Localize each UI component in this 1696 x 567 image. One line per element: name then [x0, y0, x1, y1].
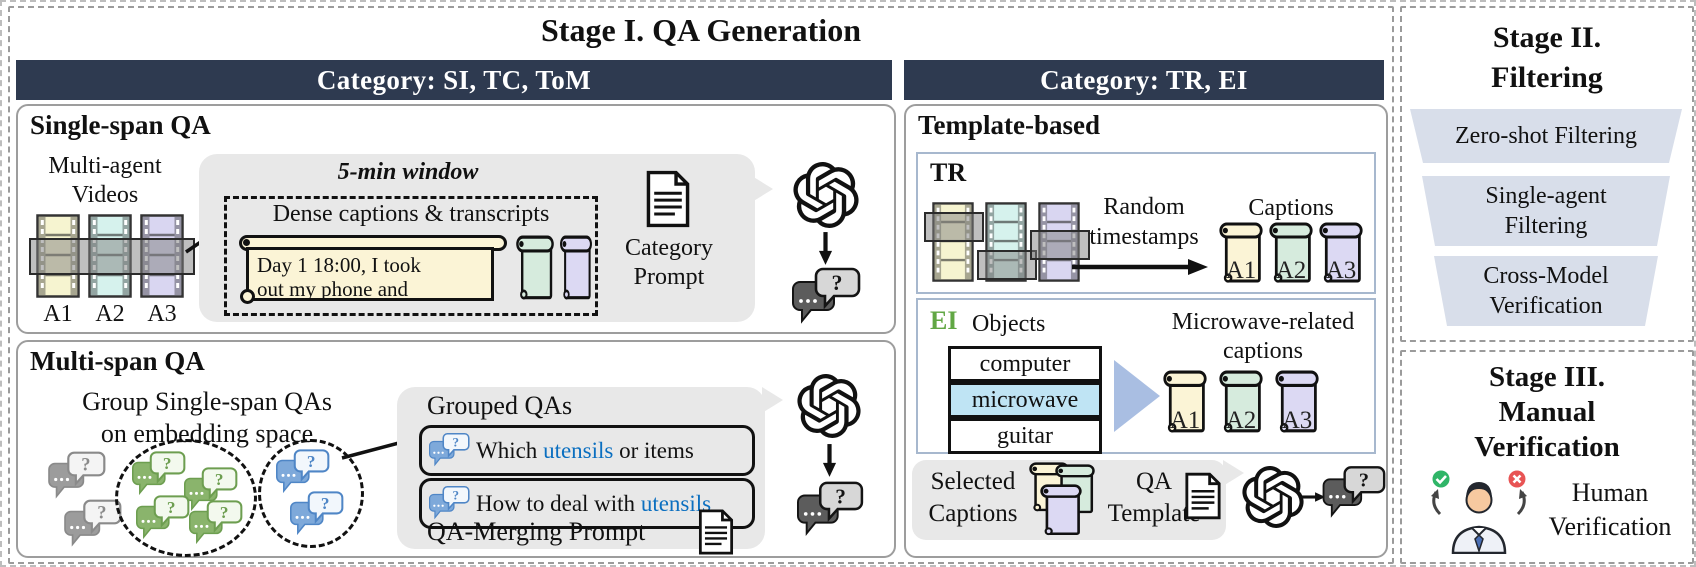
filter-step-zero-shot: Zero-shot Filtering — [1410, 109, 1682, 163]
single-span-title: Single-span QA — [30, 110, 211, 140]
grouped-qa-bubble-green-icon — [185, 499, 243, 549]
category-bar-right-label: Category: TR, EI — [1040, 64, 1248, 95]
human-verification-label: Human Verification — [1548, 478, 1672, 541]
qa-highlight: utensils — [543, 437, 614, 463]
multi-span-title: Multi-span QA — [30, 346, 205, 376]
qa-merging-prompt-label: QA-Merging Prompt — [427, 517, 646, 546]
caption-scroll-a2-icon: A2 — [1268, 222, 1314, 286]
tr-box: TR Random timestamps Captions A1 A2 A3 — [916, 152, 1376, 294]
object-item-guitar: guitar — [948, 418, 1102, 454]
person-check-cross-icon — [1424, 468, 1534, 554]
filter-step-cross-model: Cross-Model Verification — [1434, 256, 1658, 326]
openai-logo-icon — [793, 162, 859, 228]
window-label: 5-min window — [337, 159, 479, 185]
openai-logo-icon — [797, 374, 861, 438]
grouped-qas-bubble: Grouped QAs Which utensils or items How … — [397, 387, 783, 549]
tr-label: TR — [930, 158, 967, 187]
selected-caption-scroll-stack — [1028, 462, 1100, 538]
ungrouped-qa-bubble-icon — [44, 450, 106, 504]
object-item-computer: computer — [948, 346, 1102, 382]
caption-scroll-a3-icon: A3 — [1318, 222, 1364, 286]
transcript-scroll-purple-icon — [559, 235, 593, 303]
caption-scroll-wide: Day 1 18:00, I took out my phone and — [239, 235, 507, 304]
grouped-qa-bubble-blue-icon — [286, 490, 344, 540]
chat-question-bubbles-icon — [791, 480, 865, 542]
caption-scroll-a1-icon: A1 — [1218, 222, 1264, 286]
caption-scroll-a1-icon: A1 — [1162, 370, 1208, 436]
qa-chat-icon — [426, 432, 470, 470]
qa-row-text: Which utensils or items — [476, 437, 694, 463]
stage1-title: Stage I. QA Generation — [541, 12, 861, 48]
context-bubble: .bubble[data-name="context-bubble"]::aft… — [199, 154, 773, 322]
time-window-highlight — [29, 238, 195, 275]
caption-scroll-a2-icon: A2 — [1218, 370, 1264, 436]
stage2-title: Stage II. Filtering — [1491, 21, 1603, 94]
filter-step-single-agent: Single-agent Filtering — [1422, 176, 1670, 246]
grouped-qa-bubble-green-icon — [128, 450, 186, 500]
multi-agent-videos-label: Multi-agent Videos — [48, 153, 162, 208]
dense-captions-box: Dense captions & transcripts Day 1 18:00… — [224, 196, 598, 316]
category-bar-left-label: Category: SI, TC, ToM — [316, 64, 592, 95]
random-timestamp-highlight — [977, 250, 1037, 280]
qa-merging-prompt-document-icon — [697, 509, 735, 555]
category-bar-si-tc-tom: Category: SI, TC, ToM — [16, 60, 892, 100]
stage3-title: Stage III. Manual Verification — [1474, 361, 1620, 463]
multi-agent-film-strips: A1 A2 A3 — [29, 214, 195, 327]
selected-captions-label: Selected Captions — [928, 468, 1018, 527]
random-timestamps-label: Random timestamps — [1089, 194, 1199, 250]
down-arrow-icon — [822, 442, 837, 478]
agent-label-a1: A1 — [43, 301, 73, 327]
grouped-qa-bubble-green-icon — [132, 494, 190, 544]
grouped-qa-row: Which utensils or items — [419, 425, 755, 476]
scroll-curl — [240, 289, 255, 304]
random-timestamp-highlight — [1030, 230, 1090, 260]
qa-cluster-green — [115, 439, 257, 557]
template-based-title: Template-based — [918, 110, 1101, 140]
openai-logo-icon — [1242, 466, 1304, 528]
scroll-icon — [1039, 484, 1083, 538]
microwave-captions-label: Microwave-related captions — [1171, 309, 1355, 364]
category-prompt-label: Category Prompt — [625, 235, 713, 290]
object-item-microwave-selected: microwave — [948, 382, 1102, 418]
selection-triangle-icon — [1114, 360, 1160, 432]
ei-label: EI — [930, 306, 958, 335]
qa-row-text: How to deal with utensils — [476, 490, 712, 516]
agent-label-a3: A3 — [147, 301, 177, 327]
random-timestamp-highlight — [924, 212, 984, 242]
objects-label: Objects — [972, 311, 1046, 337]
selected-captions-bubble: Selected Captions QA Template — [912, 460, 1244, 540]
transcript-scroll-green-icon — [515, 235, 555, 303]
qa-template-document-icon — [1184, 472, 1222, 520]
category-prompt-document-icon — [645, 170, 691, 228]
ungrouped-qa-bubble-icon — [60, 498, 122, 552]
grouped-qas-title: Grouped QAs — [427, 391, 573, 420]
stage2-panel: Stage II. Filtering Zero-shot Filtering … — [1400, 6, 1694, 342]
down-arrow-icon — [818, 230, 833, 266]
category-bar-tr-ei: Category: TR, EI — [904, 60, 1384, 100]
qa-cluster-blue — [258, 439, 364, 548]
qa-template-label: QA Template — [1107, 468, 1201, 527]
chat-question-bubbles-icon — [786, 266, 862, 330]
agent-label-a2: A2 — [95, 301, 125, 327]
chat-question-bubbles-icon — [1318, 464, 1386, 524]
ei-box: EI Objects computer microwave guitar Mic… — [916, 298, 1376, 454]
dense-captions-label: Dense captions & transcripts — [272, 201, 550, 227]
grouped-qa-row: How to deal with utensils — [419, 478, 755, 529]
stage3-panel: Stage III. Manual Verification Human Ver… — [1400, 350, 1694, 564]
group-qas-label: Group Single-span QAs on embedding space — [82, 387, 332, 448]
caption-text: Day 1 18:00, I took out my phone and — [246, 247, 494, 301]
caption-scroll-a3-icon: A3 — [1274, 370, 1320, 436]
captions-label: Captions — [1248, 195, 1334, 221]
right-arrow-icon — [1070, 258, 1210, 276]
